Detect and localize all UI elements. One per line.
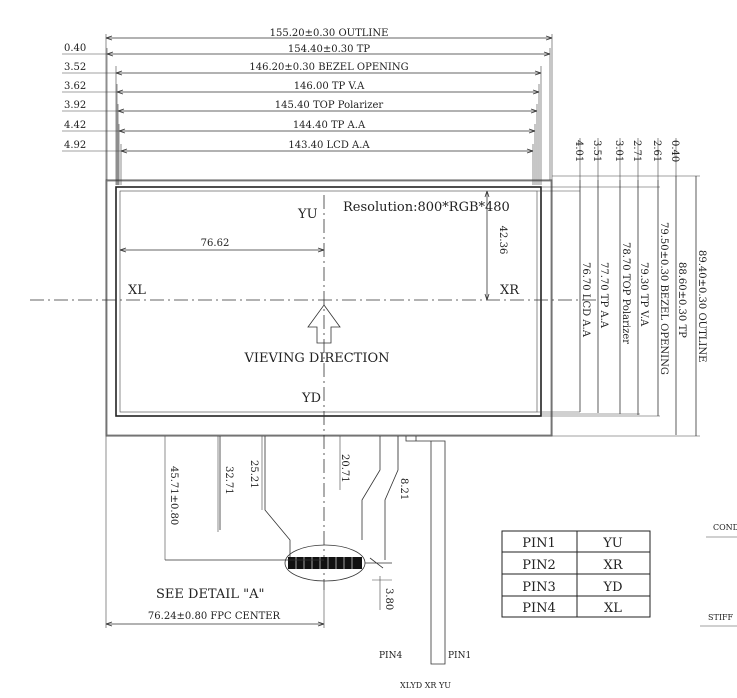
right-dim-outline: 89.40±0.30 OUTLINE bbox=[696, 250, 707, 362]
offset-label: 3.52 bbox=[64, 62, 86, 73]
fpc-center-dim: 76.24±0.80 FPC CENTER bbox=[148, 611, 281, 622]
signal-cell: XR bbox=[603, 558, 623, 573]
dim-25-21: 25.21 bbox=[248, 460, 259, 489]
right-offset-label: 2.61 bbox=[651, 140, 662, 162]
dim-8-21: 8.21 bbox=[398, 478, 409, 500]
right-dim-tp: 88.60±0.30 TP bbox=[676, 262, 687, 338]
dim-45-71: 45.71±0.80 bbox=[168, 466, 179, 525]
display-panel: 76.62 42.36 Resolution:800*RGB*480 YU YD… bbox=[30, 179, 600, 590]
pin-cell: PIN2 bbox=[522, 558, 556, 573]
pin-assignment-table: PIN1 YU PIN2 XR PIN3 YD PIN4 XL bbox=[501, 530, 651, 618]
bezel-opening bbox=[115, 186, 542, 417]
edge-labels: COND STIFF bbox=[700, 523, 737, 627]
dim-outline-label: 155.20±0.30 OUTLINE bbox=[270, 28, 389, 39]
see-detail-label: SEE DETAIL "A" bbox=[156, 587, 265, 602]
dim-x-offset: 76.62 bbox=[201, 238, 230, 249]
signal-cell: XL bbox=[604, 601, 622, 616]
fpc-area: 45.71±0.80 32.71 25.21 20.71 8.21 3.80 S… bbox=[105, 436, 471, 690]
resolution-label: Resolution:800*RGB*480 bbox=[343, 200, 510, 215]
right-offset-label: 3.51 bbox=[591, 140, 602, 162]
dim-polarizer-label: 145.40 TOP Polarizer bbox=[275, 100, 384, 111]
pin1-label: PIN1 bbox=[448, 651, 471, 661]
offset-label: 4.92 bbox=[64, 140, 86, 151]
pin-cell: PIN3 bbox=[522, 580, 556, 595]
viewing-direction-icon bbox=[307, 304, 341, 344]
pin-cell: PIN4 bbox=[522, 601, 556, 616]
fpc-connector-ellipse bbox=[288, 557, 362, 569]
dim-tp-label: 154.40±0.30 TP bbox=[288, 44, 370, 55]
signal-cell: YD bbox=[602, 580, 622, 595]
right-offset-label: 2.71 bbox=[631, 140, 642, 162]
dim-lcd-aa-label: 143.40 LCD A.A bbox=[288, 140, 370, 151]
dim-20-71: 20.71 bbox=[339, 454, 350, 483]
right-dim-lcd-aa: 76.70 LCD A.A bbox=[580, 262, 591, 338]
dim-y-offset: 42.36 bbox=[497, 226, 508, 255]
fpc-tail bbox=[219, 436, 399, 560]
dim-bezel-label: 146.20±0.30 BEZEL OPENING bbox=[249, 62, 408, 73]
right-dim-polarizer: 78.70 TOP Polarizer bbox=[620, 242, 631, 344]
offset-label: 3.62 bbox=[64, 81, 86, 92]
offset-label: 4.42 bbox=[64, 120, 86, 131]
right-offset-label: 4.01 bbox=[573, 140, 584, 162]
right-dimension-stack: 4.01 3.51 3.01 2.71 2.61 0.40 76.70 LCD … bbox=[537, 138, 707, 437]
xl-label: XL bbox=[128, 283, 146, 298]
right-offset-label: 0.40 bbox=[669, 140, 680, 162]
offset-label: 3.92 bbox=[64, 100, 86, 111]
tp-outline bbox=[106, 180, 552, 436]
dim-32-71: 32.71 bbox=[223, 466, 234, 495]
signal-cell: YU bbox=[602, 536, 623, 551]
right-dim-bezel: 79.50±0.30 BEZEL OPENING bbox=[658, 222, 669, 375]
stiff-label: STIFF bbox=[708, 613, 734, 622]
lcd-active-area bbox=[119, 190, 538, 413]
yd-label: YD bbox=[301, 391, 321, 406]
xr-label: XR bbox=[500, 283, 520, 298]
dim-tp-va-label: 146.00 TP V.A bbox=[294, 81, 365, 92]
panel-outline bbox=[105, 179, 553, 437]
top-dimension-stack: 155.20±0.30 OUTLINE 154.40±0.30 TP 146.2… bbox=[62, 28, 553, 185]
pin-sequence-label: XLYD XR YU bbox=[400, 681, 451, 690]
yu-label: YU bbox=[297, 207, 318, 222]
right-offset-label: 3.01 bbox=[613, 140, 624, 162]
tp-flex-tail bbox=[405, 436, 446, 665]
fpc-pin-stripes bbox=[295, 557, 353, 569]
cond-label: COND bbox=[713, 523, 737, 532]
pin4-label: PIN4 bbox=[379, 651, 402, 661]
dim-3-80: 3.80 bbox=[383, 588, 394, 610]
right-dim-tp-aa: 77.70 TP A.A bbox=[598, 262, 609, 329]
dim-tp-aa-label: 144.40 TP A.A bbox=[293, 120, 366, 131]
offset-label: 0.40 bbox=[64, 43, 86, 54]
right-dim-tp-va: 79.30 TP V.A bbox=[638, 262, 649, 327]
viewing-direction-label: VIEVING DIRECTION bbox=[243, 351, 389, 366]
pin-cell: PIN1 bbox=[522, 536, 556, 551]
